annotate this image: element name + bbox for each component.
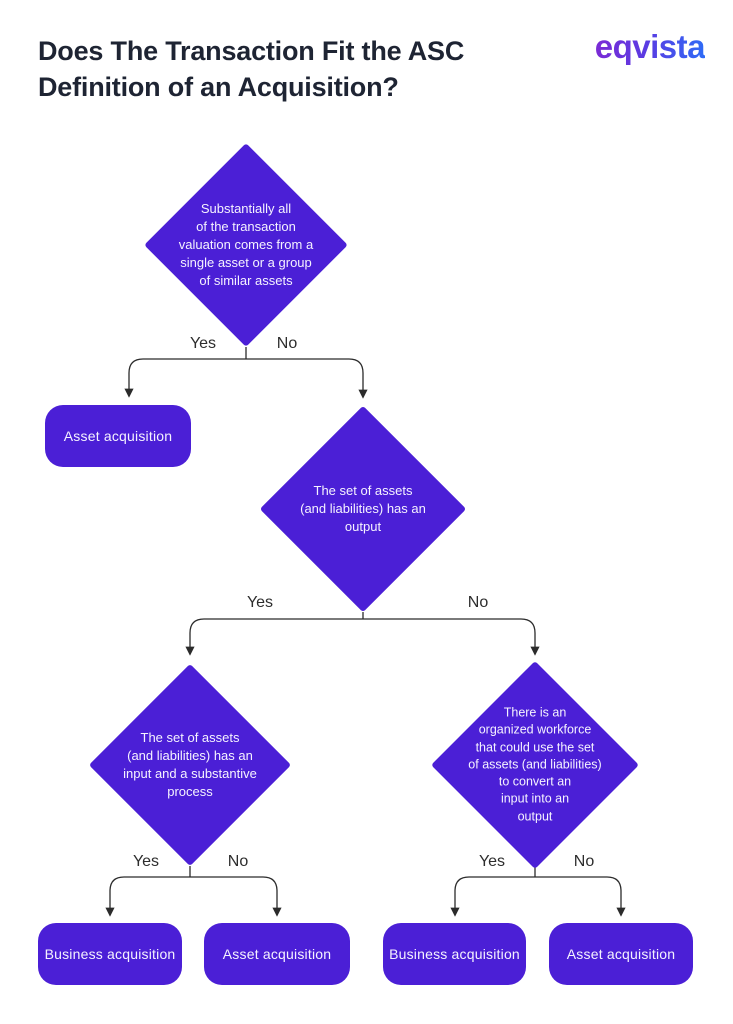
eqvista-logo: eqvista bbox=[594, 28, 706, 65]
decision-text: The set of assets (and liabilities) has … bbox=[123, 730, 257, 799]
branch-label-yes-1: Yes bbox=[189, 335, 217, 352]
page-title: Does The Transaction Fit the ASC Definit… bbox=[38, 36, 465, 103]
outcome-asset-acquisition-mid: Asset acquisition bbox=[45, 405, 191, 467]
branch-label-yes-3: Yes bbox=[132, 853, 160, 870]
outcome-business-acquisition-right: Business acquisition bbox=[383, 923, 526, 985]
decision-text: Substantially all of the transaction val… bbox=[178, 201, 314, 288]
outcome-business-acquisition-left: Business acquisition bbox=[38, 923, 182, 985]
branch-label-yes-2: Yes bbox=[246, 594, 274, 611]
decision-text: The set of assets (and liabilities) has … bbox=[300, 483, 426, 534]
outcome-asset-acquisition-right: Asset acquisition bbox=[549, 923, 693, 985]
branch-label-yes-4: Yes bbox=[478, 853, 506, 870]
branch-label-no-1: No bbox=[276, 335, 298, 352]
branch-label-no-2: No bbox=[467, 594, 489, 611]
branch-label-no-3: No bbox=[227, 853, 249, 870]
outcome-asset-acquisition-left: Asset acquisition bbox=[204, 923, 350, 985]
decision-text: There is an organized workforce that cou… bbox=[468, 705, 602, 824]
branch-label-no-4: No bbox=[573, 853, 595, 870]
